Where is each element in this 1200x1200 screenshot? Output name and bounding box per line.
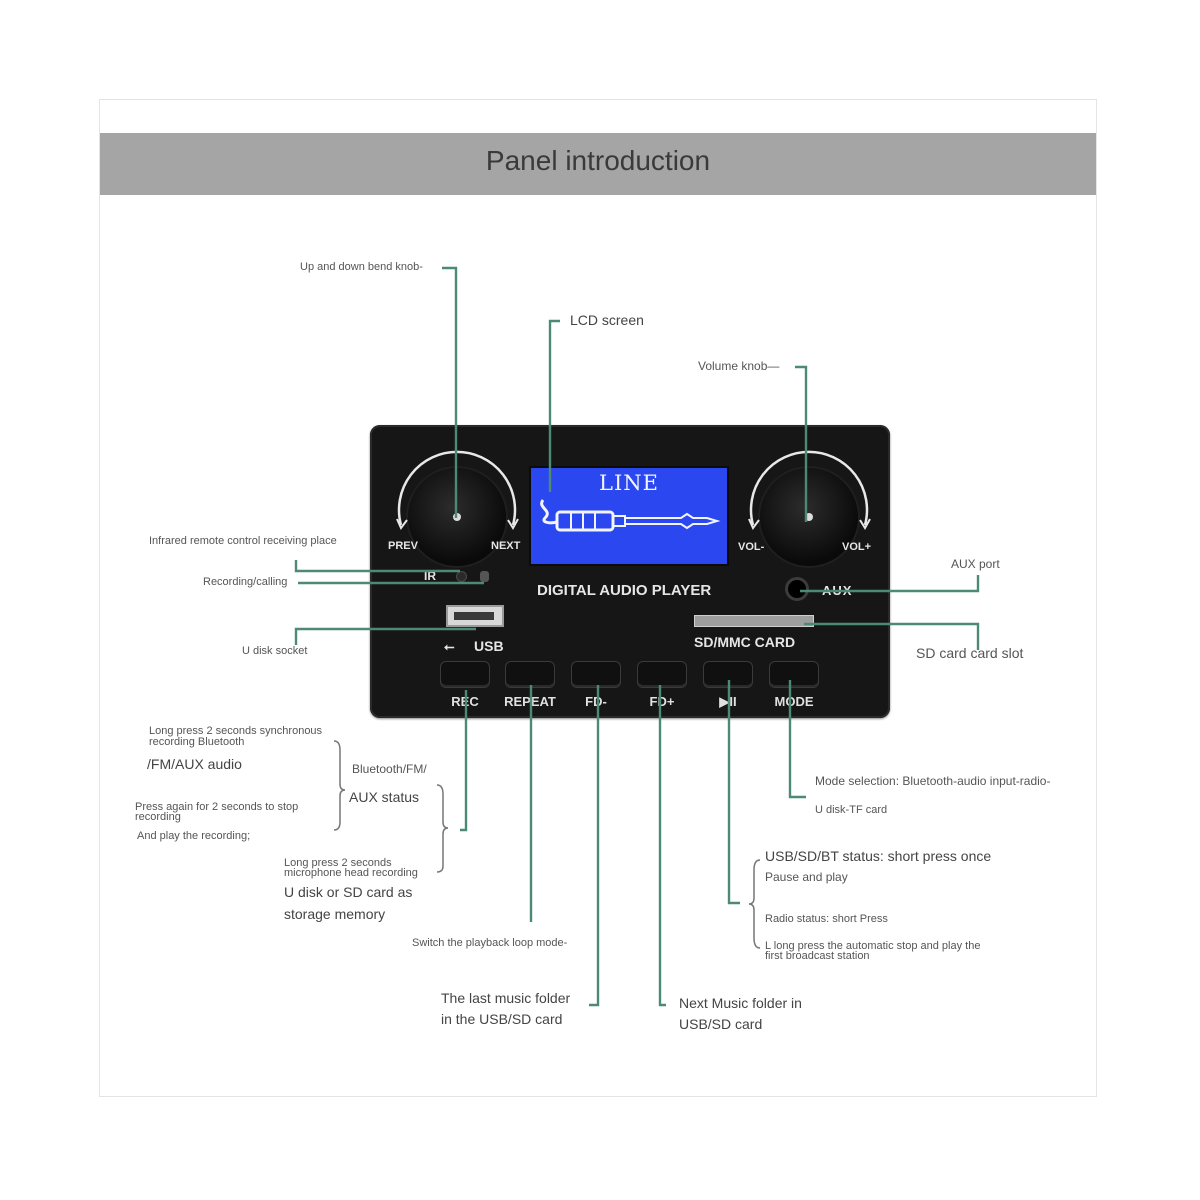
aux-port[interactable] [785,577,809,601]
next-label: NEXT [491,540,521,552]
ir-receiver [456,571,467,582]
play-callout-line5: first broadcast station [765,950,870,962]
rec-callout-udisk: U disk or SD card as [284,884,413,900]
mode-button[interactable] [770,662,818,687]
repeat-callout: Switch the playback loop mode- [412,937,568,949]
rec-callout-again1: Press again for 2 seconds to stop [135,801,299,813]
rec-callout-mic2: microphone head recording [284,867,418,879]
microphone-icon [480,571,489,582]
rec-callout-line1: Long press 2 seconds synchronous [149,725,323,737]
lcd-screen: LINE [529,466,729,566]
usb-label: USB [474,638,504,654]
mode-callout-line1: Mode selection: Bluetooth-audio input-ra… [815,774,1051,788]
fd-plus-callout-line1: Next Music folder in [679,995,802,1011]
u-disk-socket-callout: U disk socket [242,645,308,657]
arrow-right-icon [507,518,519,530]
aux-port-callout: AUX port [951,557,1000,571]
recording-callout: Recording/calling [203,576,288,588]
repeat-button[interactable] [506,662,554,687]
bend-knob-callout: Up and down bend knob- [300,261,423,273]
arrow-right-icon [859,518,871,530]
brace-marks [333,740,761,949]
sd-slot-callout: SD card card slot [916,645,1024,661]
sd-card-label: SD/MMC CARD [694,634,796,650]
rec-button[interactable] [441,662,489,687]
rec-callout-storage: storage memory [284,906,386,922]
fd-plus-button[interactable] [638,662,686,687]
brand-label: DIGITAL AUDIO PLAYER [537,582,712,599]
volume-knob[interactable] [760,468,858,566]
rec-callout-aux-status: AUX status [349,789,420,805]
usb-port-inner [454,612,494,620]
audio-jack-icon [540,499,721,532]
volume-knob-arc [749,450,869,526]
sd-card-slot[interactable] [694,615,814,627]
fd-minus-button[interactable] [572,662,620,687]
page-title: Panel introduction [485,145,711,176]
mode-label: MODE [774,694,814,709]
arrow-left-icon [396,518,408,530]
lcd-mode-text: LINE [599,471,659,495]
prev-label: PREV [388,540,418,552]
play-callout-line4: L long press the automatic stop and play… [765,940,981,952]
volume-knob-callout: Volume knob— [698,359,780,373]
fd-minus-callout-line2: in the USB/SD card [441,1011,563,1027]
fd-minus-label: FD- [585,694,607,709]
play-callout-line1: USB/SD/BT status: short press once [765,848,992,864]
rec-callout-fm-aux: /FM/AUX audio [147,756,242,772]
vol-plus-label: VOL+ [842,541,872,553]
rec-callout-again2: recording [135,811,181,823]
knob-indicator [805,513,813,521]
lcd-callout: LCD screen [570,312,644,328]
usb-symbol-icon: ⭠ [444,639,455,654]
rec-callout-bt-fm: Bluetooth/FM/ [352,762,427,776]
title-banner: Panel introduction [100,133,1096,195]
play-callout-line3: Radio status: short Press [765,913,888,925]
play-callout-line2: Pause and play [765,870,848,884]
fd-plus-label: FD+ [649,694,675,709]
rec-callout-play: And play the recording; [137,830,251,842]
rec-callout-line2: recording Bluetooth [149,736,245,748]
ir-label: IR [424,569,436,583]
mode-callout-line2: U disk-TF card [815,804,888,816]
fd-plus-callout-line2: USB/SD card [679,1016,763,1032]
fd-minus-callout-line1: The last music folder [441,990,571,1006]
usb-port[interactable] [446,605,504,627]
infrared-callout: Infrared remote control receiving place [149,535,337,547]
arrow-left-icon [748,518,760,530]
vol-minus-label: VOL- [738,541,765,553]
rec-callout-mic1: Long press 2 seconds [284,857,392,869]
